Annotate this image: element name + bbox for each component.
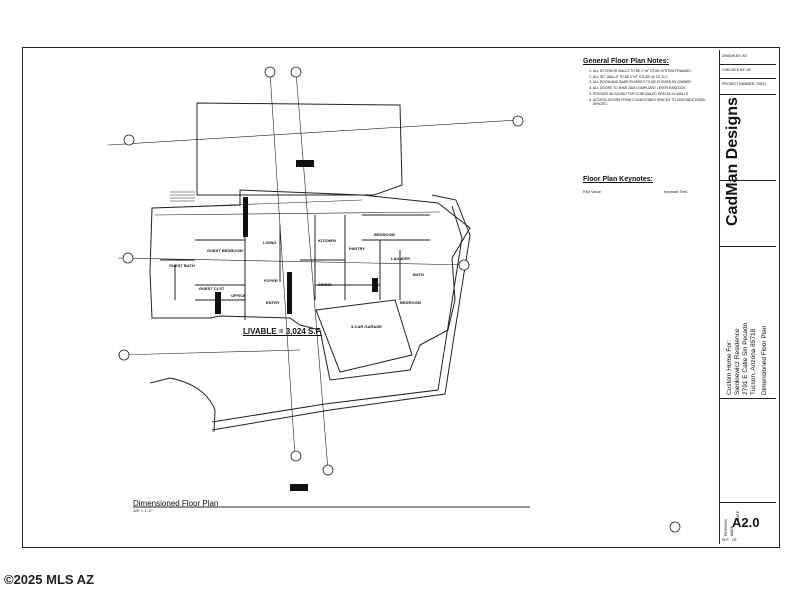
keynote-text-label: Keynote Text — [663, 189, 687, 194]
sheet-number: A2.0 — [732, 515, 760, 530]
room-dining: DINING — [318, 282, 332, 287]
room-entry: ENTRY — [266, 300, 280, 305]
plan-title: Dimensioned Floor Plan — [133, 499, 219, 508]
room-laundry: LAUNDRY — [391, 256, 411, 261]
plan-scale: 1/8" = 1'-0" — [133, 508, 153, 513]
note-item: ACCESS DOORS FROM CONDITIONED SPACES TO … — [593, 98, 717, 106]
keynotes-header-row: Key Value Keynote Text — [583, 189, 717, 194]
livable-area: LIVABLE = 3,024 S.F. — [243, 327, 322, 336]
mls-watermark: ©2025 MLS AZ — [4, 572, 95, 587]
sheet-border — [22, 47, 780, 548]
revision-label: REVISION — [724, 519, 728, 536]
room-pantry: PANTRY — [349, 246, 365, 251]
checked-by-label: CHECKED BY: — [722, 68, 746, 72]
floor-plan-keynotes: Floor Plan Keynotes: Key Value Keynote T… — [583, 176, 717, 194]
drawn-by-value: AE — [742, 54, 747, 58]
room-guest-closet: GUEST CLST — [199, 286, 225, 291]
room-bath: BATH — [413, 272, 424, 277]
note-item: ALL EXTERIOR WALLS TO BE 2"x6" STUD SYST… — [593, 69, 717, 73]
garage-outline — [315, 299, 413, 373]
title-block: DRAWN BY: AE CHECKED BY: AE PROJECT NUMB… — [719, 50, 776, 544]
client-line-2: Sienkiewicz Residence — [734, 328, 741, 395]
keynote-key-label: Key Value — [583, 189, 601, 194]
drawing-name: Dimensioned Floor Plan — [761, 325, 768, 395]
room-bedroom-2: BEDROOM — [400, 300, 421, 305]
room-living: LIVING — [263, 240, 277, 245]
note-item: ALL ROOM AND BASE FINISHES TO BE CHOSEN … — [593, 80, 717, 84]
project-number: 20001 — [756, 82, 767, 86]
note-item: ALL INT. WALLS TO BE 2"x4" STUDS @ 16" O… — [593, 75, 717, 79]
keynotes-title: Floor Plan Keynotes: — [583, 176, 654, 183]
drawn-by-label: DRAWN BY: — [722, 54, 742, 58]
sheet-label: SHT — [722, 538, 729, 542]
room-office: OFFICE — [231, 293, 246, 298]
general-notes-list: ALL EXTERIOR WALLS TO BE 2"x6" STUD SYST… — [583, 69, 717, 106]
room-guest-bedroom: GUEST BEDROOM — [207, 248, 243, 253]
checked-by-value: AE — [746, 68, 751, 72]
client-line-3: 2791 E Calle Sin Pecado — [742, 322, 749, 395]
project-label: PROJECT NUMBER: — [722, 82, 756, 86]
room-foyer: FOYER — [264, 278, 278, 283]
of-label: OF — [731, 538, 737, 542]
room-garage: 3-CAR GARAGE — [351, 324, 382, 329]
general-notes: General Floor Plan Notes: ALL EXTERIOR W… — [583, 58, 717, 107]
client-line-1: Custom Home For: — [726, 340, 733, 395]
room-kitchen: KITCHEN — [318, 238, 336, 243]
room-bedroom-1: BEDROOM — [374, 232, 395, 237]
note-item: PROVIDE BLOCKING FOR CONCEALED SPACES IN… — [593, 92, 717, 96]
firm-logo: CadMan Designs — [724, 97, 741, 226]
driveway-outline — [211, 194, 471, 431]
site-outline — [196, 102, 403, 196]
general-notes-title: General Floor Plan Notes: — [583, 58, 669, 65]
note-item: ALL DOORS TO HAVE ADA COMPLIANT LEVER HA… — [593, 86, 717, 90]
room-guest-bath: GUEST BATH — [169, 263, 195, 268]
client-line-4: Tucson, Arizona 85718 — [750, 328, 757, 395]
building-footprint — [149, 189, 471, 381]
